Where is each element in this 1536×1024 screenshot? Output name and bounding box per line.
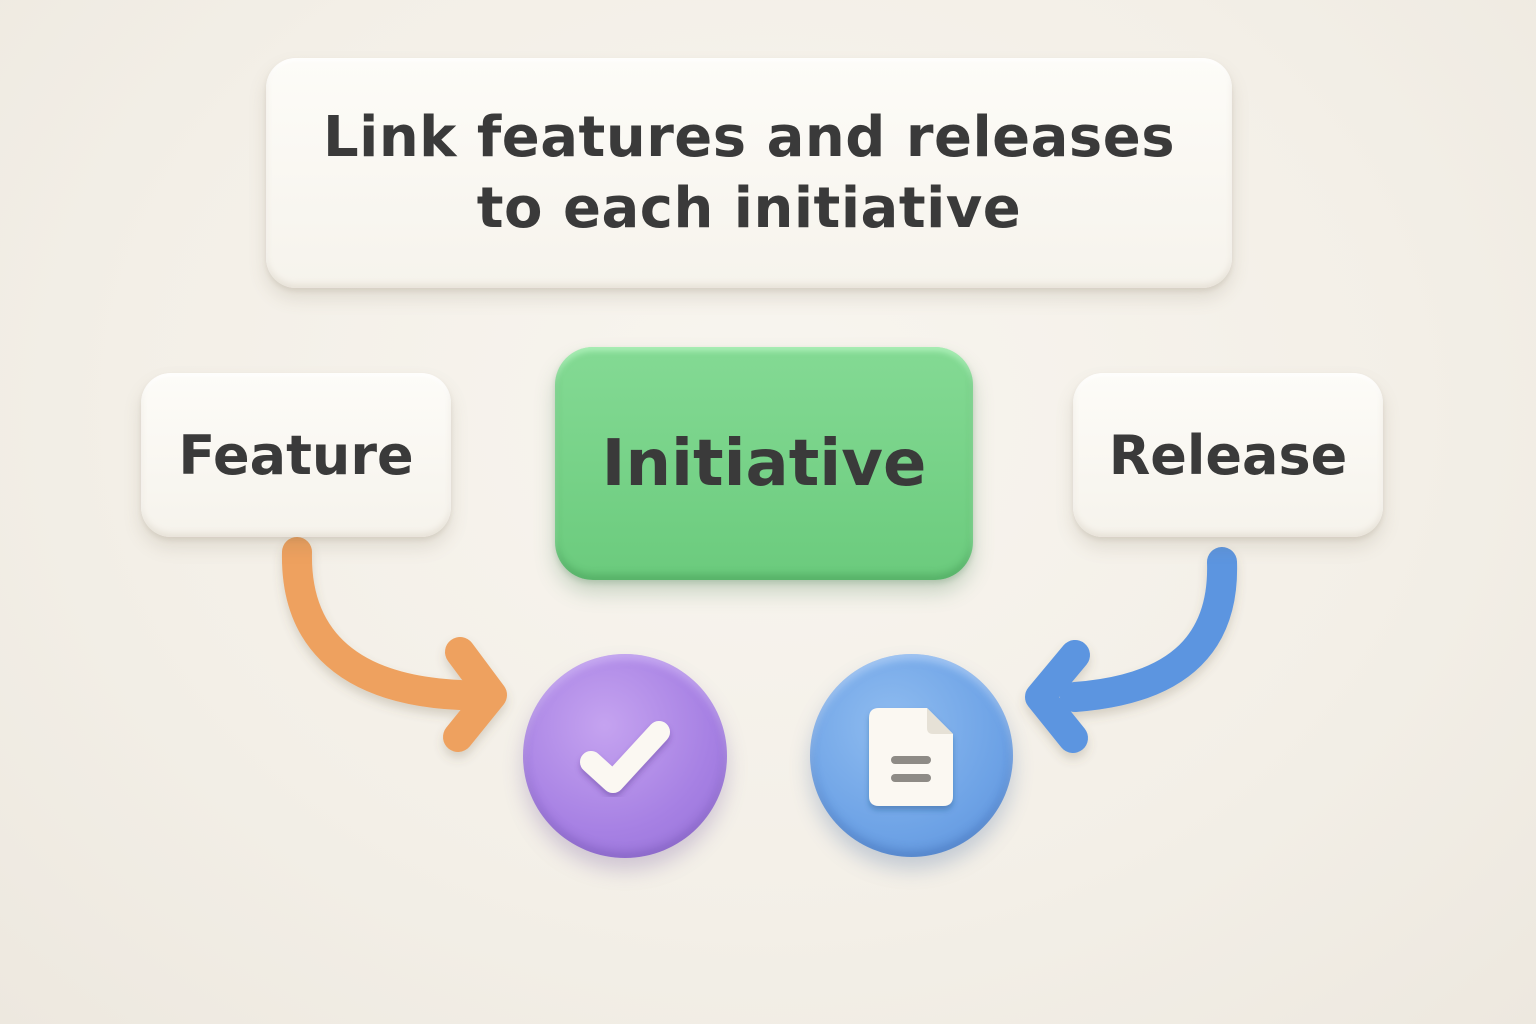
document-circle-button[interactable] — [810, 654, 1013, 857]
initiative-node[interactable]: Initiative — [555, 347, 973, 580]
check-icon — [580, 721, 670, 793]
title-card: Link features and releases to each initi… — [266, 58, 1232, 288]
feature-label: Feature — [178, 423, 414, 487]
initiative-label: Initiative — [601, 426, 927, 501]
check-circle-button[interactable] — [523, 654, 727, 858]
feature-arrow — [281, 537, 507, 752]
release-arrow — [1025, 547, 1238, 753]
title-text: Link features and releases to each initi… — [322, 104, 1176, 241]
feature-node[interactable]: Feature — [141, 373, 451, 537]
document-icon — [868, 707, 953, 806]
release-label: Release — [1108, 423, 1348, 487]
release-node[interactable]: Release — [1073, 373, 1383, 537]
